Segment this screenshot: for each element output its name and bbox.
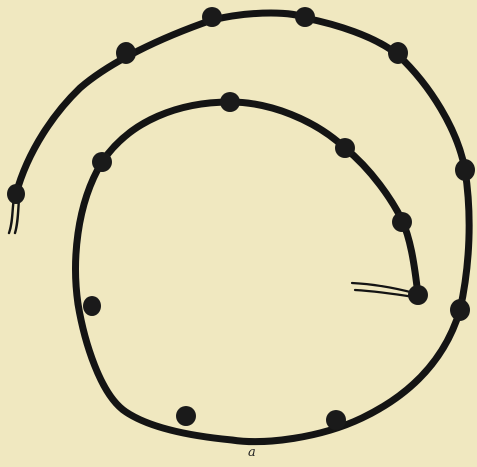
knot <box>455 159 475 181</box>
knot <box>326 410 346 430</box>
knot <box>408 285 428 305</box>
knot <box>92 152 112 172</box>
knot <box>392 212 412 232</box>
knot <box>295 7 315 27</box>
knot <box>7 184 25 204</box>
outer-tail-2 <box>15 199 19 233</box>
knot <box>220 92 240 112</box>
knot <box>116 42 136 64</box>
knot <box>83 296 101 316</box>
knot <box>335 138 355 158</box>
knot <box>388 42 408 64</box>
knot <box>202 7 222 27</box>
figure-label: a <box>248 446 256 459</box>
knot <box>176 406 196 426</box>
knot <box>450 299 470 321</box>
